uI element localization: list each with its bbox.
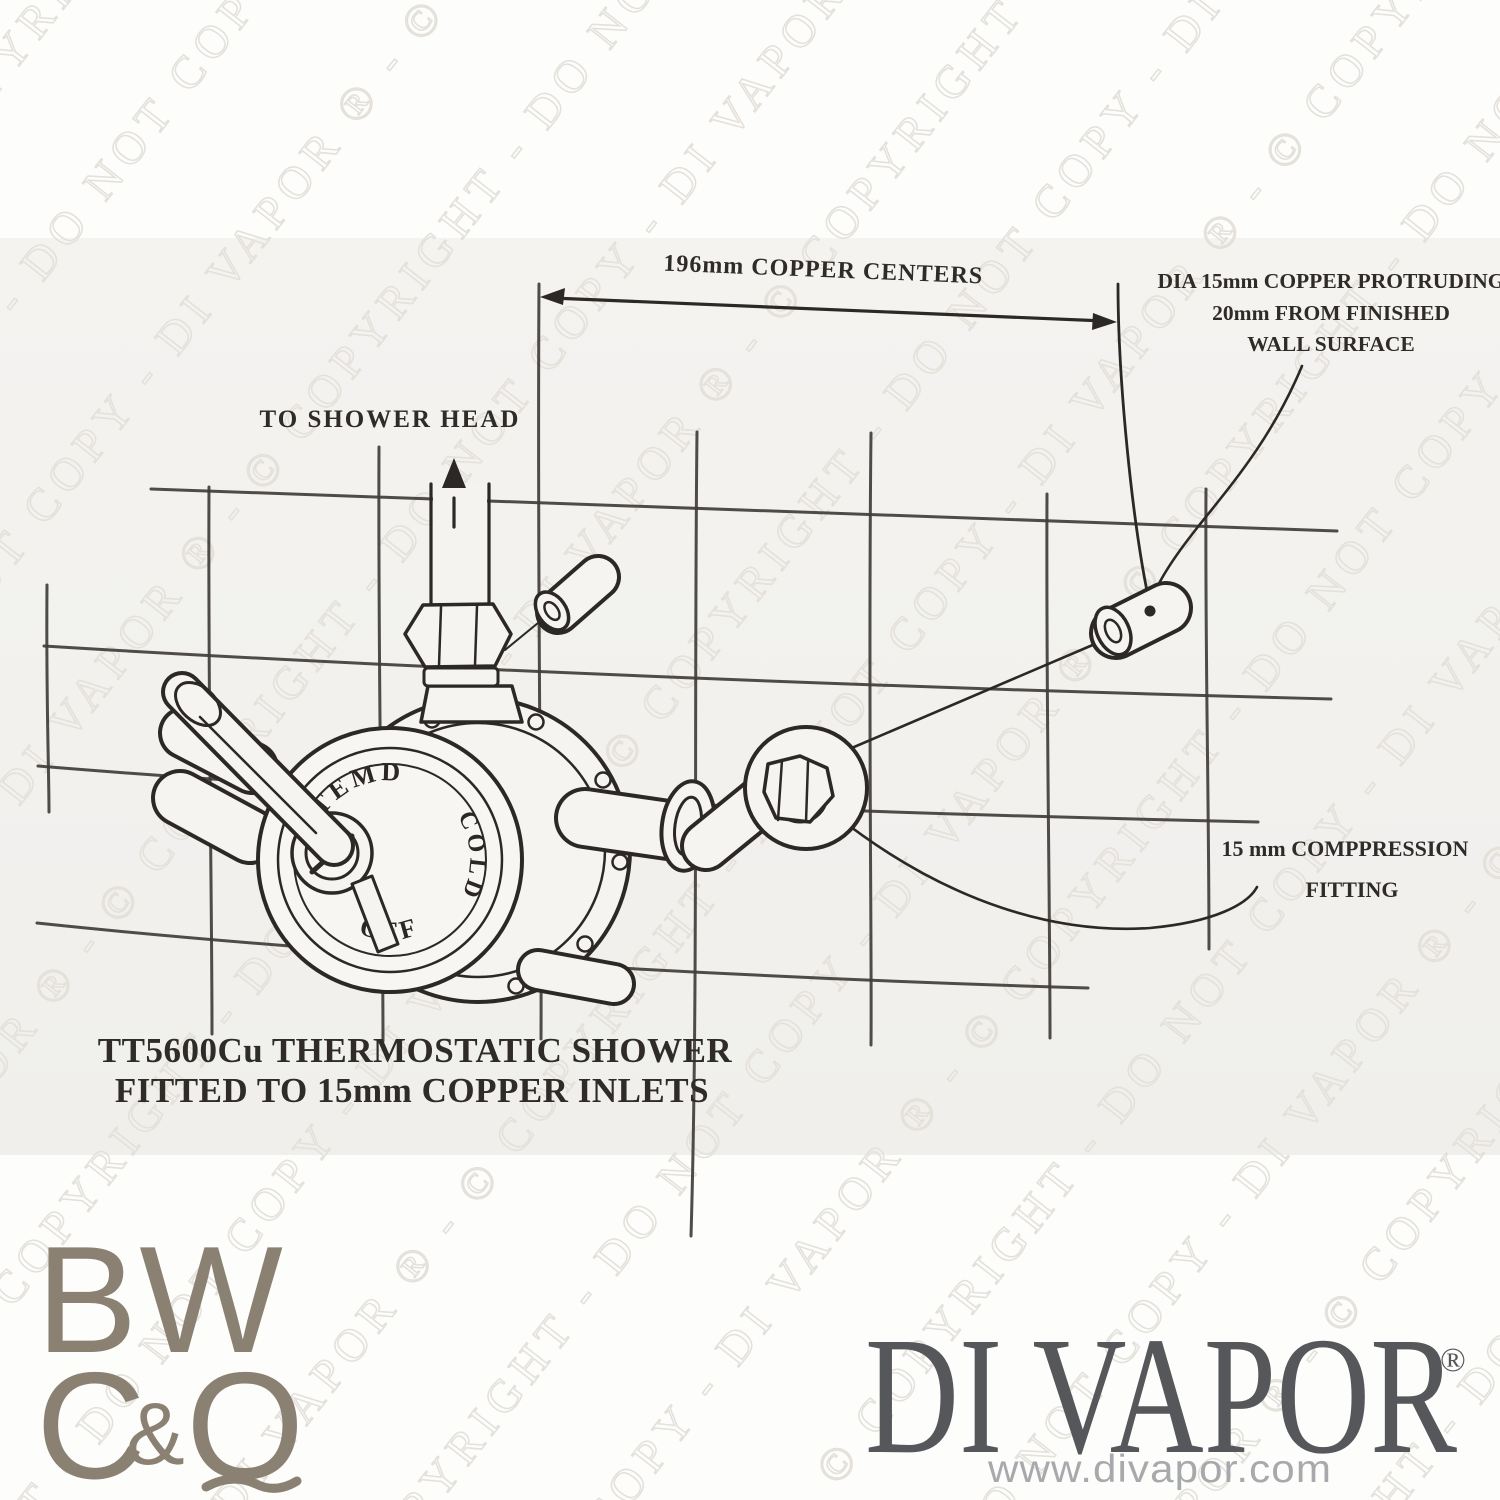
divapor-logo: DI VAPOR ® www.divapor.com [865,1303,1466,1491]
shower-outlet-pipe [429,458,491,608]
bwco-logo-swash [201,1474,302,1493]
leader-lines [832,364,1304,931]
bottom-outlet [516,948,636,1006]
label-copper-centers: 196mm COPPER CENTERS [663,251,984,290]
copper-stub-near-valve [533,554,621,635]
wall-flange [743,725,869,851]
label-to-shower-head: TO SHOWER HEAD [260,406,521,433]
bwco-logo-c: C [36,1341,146,1500]
label-dia-protruding: DIA 15mm COPPER PROTRUDING 20mm FROM FIN… [1158,269,1500,356]
svg-text:DIA 15mm COPPER PROTRUDING: DIA 15mm COPPER PROTRUDING [1158,269,1500,293]
svg-text:WALL SURFACE: WALL SURFACE [1247,332,1414,356]
svg-text:TT5600Cu THERMOSTATIC SHOWER: TT5600Cu THERMOSTATIC SHOWER [98,1031,733,1070]
hex-nut [403,602,513,669]
divapor-logo-name: DI VAPOR [865,1303,1457,1489]
divapor-url: www.divapor.com [987,1448,1332,1491]
registered-mark-icon: ® [1440,1342,1466,1379]
bwco-logo-amp: & [126,1384,185,1483]
flange-bolts [423,711,629,995]
valve-face [256,726,524,994]
bwco-logo-o: O [186,1341,304,1500]
nut-collar [422,666,500,688]
dim-arrow-left [540,288,565,305]
svg-text:15 mm COMPPRESSION: 15 mm COMPPRESSION [1222,836,1469,861]
copper-stub-wall [1089,581,1193,660]
bwco-logo-bw: BW [36,1215,285,1385]
pointer-blade [350,874,400,954]
svg-text:FITTED TO 15mm COPPER INLETS: FITTED TO 15mm COPPER INLETS [115,1071,709,1110]
thermostatic-valve-drawing: TEMD COLD HOT OFF [151,458,1156,1006]
bwco-logo: BW C & O [36,1215,304,1500]
svg-text:20mm FROM FINISHED: 20mm FROM FINISHED [1212,301,1450,325]
dimension-196mm [540,282,1151,603]
valve-neck [419,684,524,724]
up-arrow-icon [442,458,466,488]
dim-arrow-right [1092,313,1117,330]
svg-text:FITTING: FITTING [1306,877,1399,902]
caption: TT5600Cu THERMOSTATIC SHOWER FITTED TO 1… [98,1031,733,1110]
lever-handle [161,671,355,867]
label-compression-fitting: 15 mm COMPPRESSION FITTING [1222,836,1469,902]
